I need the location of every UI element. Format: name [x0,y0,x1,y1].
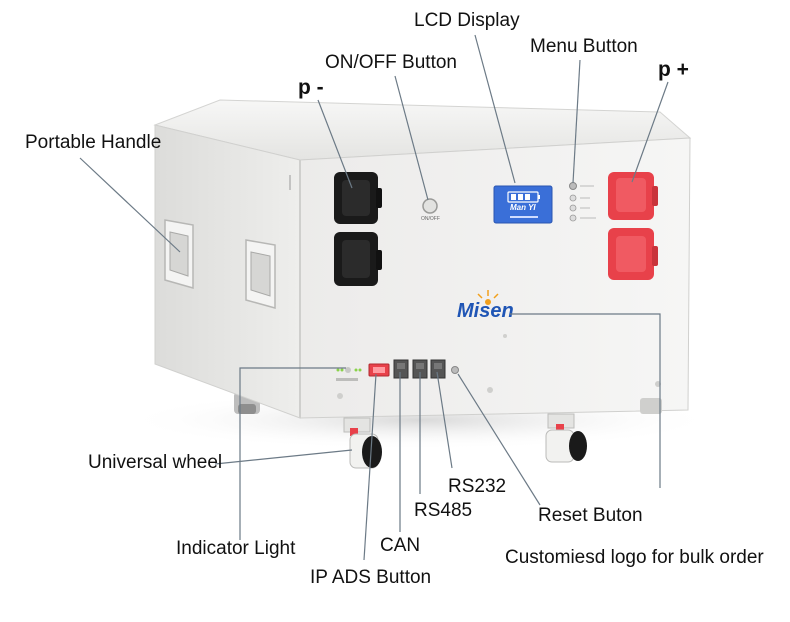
logo-sun [477,290,499,305]
negative-terminal-bottom [334,232,382,286]
positive-terminal-bottom [608,228,658,280]
menu-buttons-cluster [569,182,596,222]
positive-terminal-top [608,172,658,220]
label-indicator-light: Indicator Light [176,538,296,559]
rear-wheel-right [640,398,662,414]
label-menu-button: Menu Button [530,36,638,57]
label-custom-logo: Customiesd logo for bulk order [505,547,764,568]
label-rs232: RS232 [448,476,507,497]
label-universal-wheel: Universal wheel [88,452,223,473]
lcd-panel [493,185,553,224]
label-can: CAN [380,535,421,556]
label-on-off-button: ON/OFF Button [325,52,457,73]
label-reset-button: Reset Buton [538,505,643,526]
label-ip-ads-button: IP ADS Button [310,567,432,588]
on-off-switch [422,198,438,214]
label-p-plus: p + [658,58,689,81]
on-off-caption: ON/OFF [421,216,440,222]
label-lcd-display: LCD Display [414,10,520,31]
portable-handle-front [164,219,194,289]
lcd-brand-text: Man YI [510,203,536,212]
portable-handle-rear [245,239,276,309]
negative-terminal-top [334,172,382,224]
label-p-minus: p - [298,76,324,99]
brand-logo: Misen [457,300,514,322]
label-rs485: RS485 [414,500,473,521]
label-portable-handle: Portable Handle [25,132,162,153]
